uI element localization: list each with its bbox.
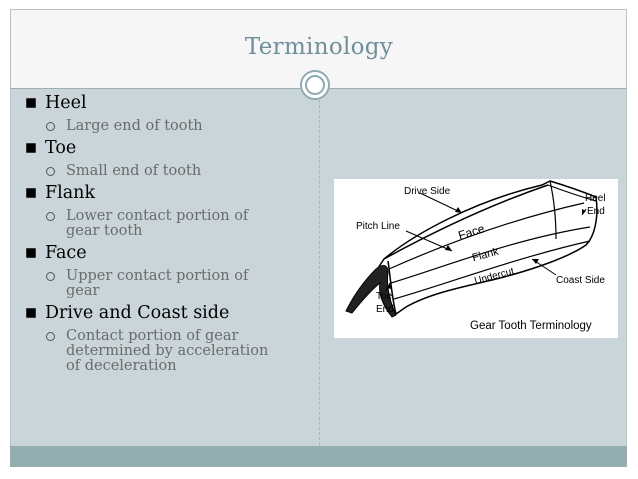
tooth-outline xyxy=(347,180,598,316)
tooth-top-edge xyxy=(383,184,549,260)
heel-arrowhead xyxy=(582,209,586,215)
bullet-list: Heel Large end of tooth Toe Small end of… xyxy=(16,92,306,377)
label-coast-side: Coast Side xyxy=(556,275,605,286)
slide-title: Terminology xyxy=(244,34,394,60)
bullet-circle-icon xyxy=(46,272,55,281)
drive-side-arrow xyxy=(419,192,463,214)
column-divider xyxy=(319,100,320,445)
bullet-square-icon xyxy=(26,308,36,318)
bullet-face: Face xyxy=(16,242,306,264)
tooth-top-edge-back xyxy=(547,184,597,202)
sub-bullet-heel: Large end of tooth xyxy=(16,119,306,134)
bullet-square-icon xyxy=(26,248,36,258)
bullet-square-icon xyxy=(26,98,36,108)
bullet-heel: Heel xyxy=(16,92,306,114)
drive-side-arrowhead xyxy=(455,207,462,213)
label-pitch-line: Pitch Line xyxy=(356,221,400,232)
sub-bullet-drive-coast: Contact portion of gear determined by ac… xyxy=(16,329,286,374)
bullet-square-icon xyxy=(26,143,36,153)
toe-end-shape xyxy=(345,265,397,318)
bullet-circle-icon xyxy=(46,122,55,131)
bullet-drive-coast: Drive and Coast side xyxy=(16,302,306,324)
coast-side-arrowhead xyxy=(532,259,539,264)
bullet-flank: Flank xyxy=(16,182,306,204)
heel-end-edge xyxy=(549,180,557,240)
label-heel: Heel xyxy=(585,193,606,204)
undercut-line xyxy=(393,240,591,300)
gear-tooth-drawing xyxy=(345,180,598,318)
sub-bullet-flank: Lower contact portion of gear tooth xyxy=(16,209,266,239)
pitch-line-arrow xyxy=(405,230,453,252)
footer-band xyxy=(10,446,627,467)
bullet-circle-icon xyxy=(46,212,55,221)
flank-line xyxy=(390,226,591,284)
sub-bullet-face: Upper contact portion of gear xyxy=(16,269,266,299)
sub-bullet-toe: Small end of tooth xyxy=(16,164,306,179)
label-heel-end: End xyxy=(587,206,605,217)
label-toe-end: End xyxy=(376,304,394,315)
gear-tooth-diagram: Drive Side Heel End Pitch Line Face Flan… xyxy=(334,179,618,338)
divider-ring-inner-icon xyxy=(305,75,325,95)
bullet-circle-icon xyxy=(46,167,55,176)
toe-arrowhead xyxy=(387,283,391,289)
pitch-line-arrowhead xyxy=(445,245,452,251)
bullet-square-icon xyxy=(26,188,36,198)
figure-caption: Gear Tooth Terminology xyxy=(470,320,592,332)
label-drive-side: Drive Side xyxy=(404,186,451,197)
bullet-circle-icon xyxy=(46,332,55,341)
bullet-toe: Toe xyxy=(16,137,306,159)
label-toe: Toe xyxy=(376,291,393,302)
